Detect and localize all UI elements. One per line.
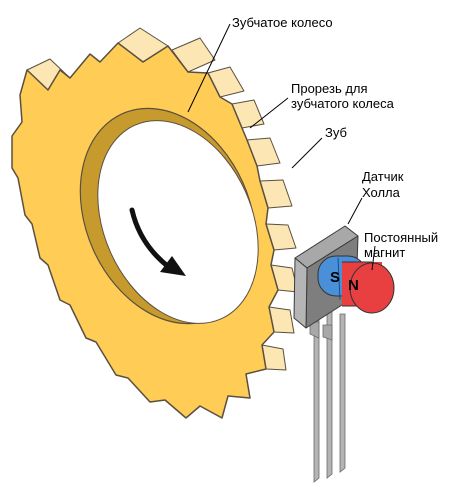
hall-sensor-label-line1: Датчик: [362, 169, 404, 184]
north-pole-label: N: [348, 277, 359, 294]
hall-sensor-label-line2: Холла: [362, 185, 401, 200]
gear-bore: [97, 120, 259, 324]
pin-bends: [309, 321, 333, 341]
slot-label-line1: Прорезь для: [291, 81, 368, 96]
tooth-label: Зуб: [325, 125, 347, 140]
leader-lines: [187, 23, 376, 271]
slot-label-line2: зубчатого колеса: [291, 96, 395, 111]
south-pole-label: S: [330, 269, 340, 286]
magnet-label-line1: Постоянный: [364, 230, 438, 245]
magnet-label-line2: магнит: [364, 245, 405, 260]
permanent-magnet: [317, 255, 395, 314]
gear-wheel-label: Зубчатое колесо: [232, 15, 333, 30]
curved-arrow-icon: [129, 207, 186, 276]
gear-wheel: [11, 42, 279, 419]
sensor-pins: [313, 309, 346, 483]
